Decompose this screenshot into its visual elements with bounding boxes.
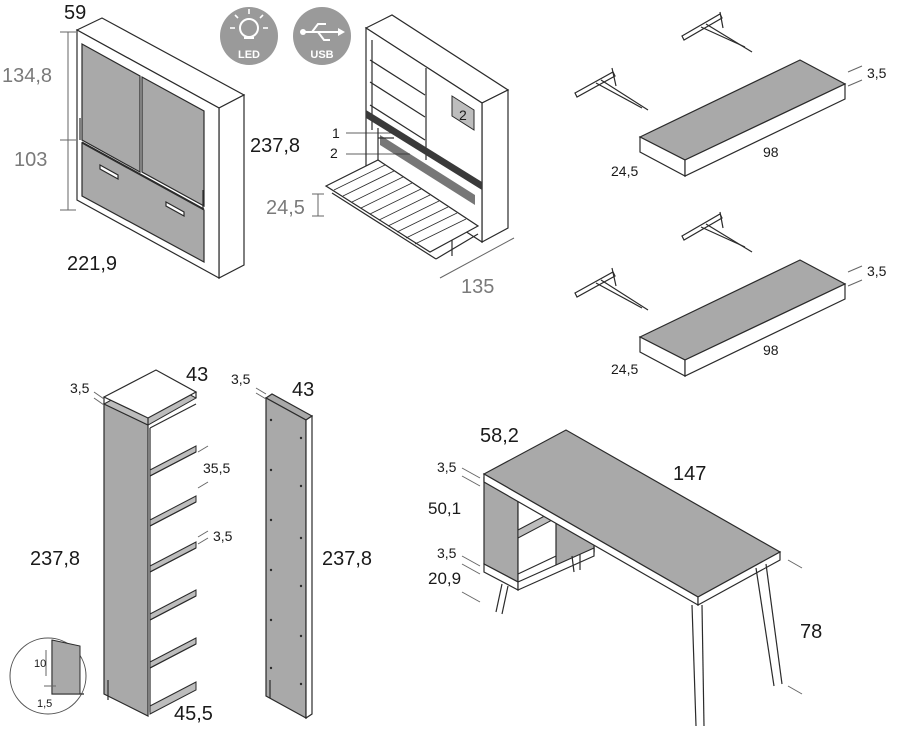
side-panel-thickness-label: 3,5 — [231, 371, 251, 387]
wall-bed-depth-label: 59 — [64, 2, 86, 24]
open-bed-drawing: 2 — [312, 14, 515, 279]
side-panel-depth-label: 43 — [292, 379, 314, 401]
usb-icon: USB — [293, 7, 351, 65]
desk-shelf-thickness-label: 3,5 — [437, 545, 457, 561]
bookcase-height-label: 237,8 — [30, 548, 80, 570]
shelf-top-drawing — [574, 11, 863, 177]
shelf-bottom-length-label: 98 — [763, 342, 779, 358]
side-panel-height-label: 237,8 — [322, 548, 372, 570]
shelf-bottom-thickness-label: 3,5 — [867, 263, 887, 279]
led-label: LED — [238, 49, 260, 61]
desk-width-label: 147 — [673, 463, 706, 485]
desk-top-thickness-label: 3,5 — [437, 459, 457, 475]
wall-bed-upper-height-label: 134,8 — [2, 65, 52, 87]
detail-10-label: 10 — [34, 658, 46, 670]
shelf-top-thickness-label: 3,5 — [867, 65, 887, 81]
callout-2-label: 2 — [330, 145, 338, 161]
bookcase-shelf-thickness-label: 3,5 — [213, 528, 233, 544]
wall-bed-unit-drawing — [60, 17, 246, 280]
shelf-top-depth-label: 24,5 — [611, 163, 638, 179]
desk-base-height-label: 20,9 — [428, 569, 461, 588]
side-panel-drawing — [255, 387, 314, 720]
shelf-top-length-label: 98 — [763, 144, 779, 160]
led-bulb-icon: LED — [220, 7, 278, 65]
desk-height-label: 78 — [800, 621, 822, 643]
bookcase-depth-label: 43 — [186, 364, 208, 386]
desk-drawing — [461, 429, 803, 727]
callout-1-label: 1 — [332, 125, 340, 141]
shelf-bottom-depth-label: 24,5 — [611, 361, 638, 377]
wall-bed-lower-height-label: 103 — [14, 149, 47, 171]
shelf-bottom-drawing — [574, 211, 863, 377]
desk-depth-label: 58,2 — [480, 425, 519, 447]
bed-height-label: 24,5 — [266, 197, 305, 219]
wall-bed-width-label: 221,9 — [67, 253, 117, 275]
bookcase-top-thickness-label: 3,5 — [70, 380, 90, 396]
bed-width-label: 135 — [461, 276, 494, 298]
wall-bed-height-label: 237,8 — [250, 135, 300, 157]
usb-label: USB — [310, 49, 333, 61]
detail-1-5-label: 1,5 — [37, 698, 52, 710]
desk-cube-height-label: 50,1 — [428, 499, 461, 518]
bookcase-drawing — [9, 369, 209, 717]
compartment-2-label: 2 — [459, 107, 467, 123]
bookcase-shelf-spacing-label: 35,5 — [203, 460, 230, 476]
bookcase-base-width-label: 45,5 — [174, 703, 213, 725]
